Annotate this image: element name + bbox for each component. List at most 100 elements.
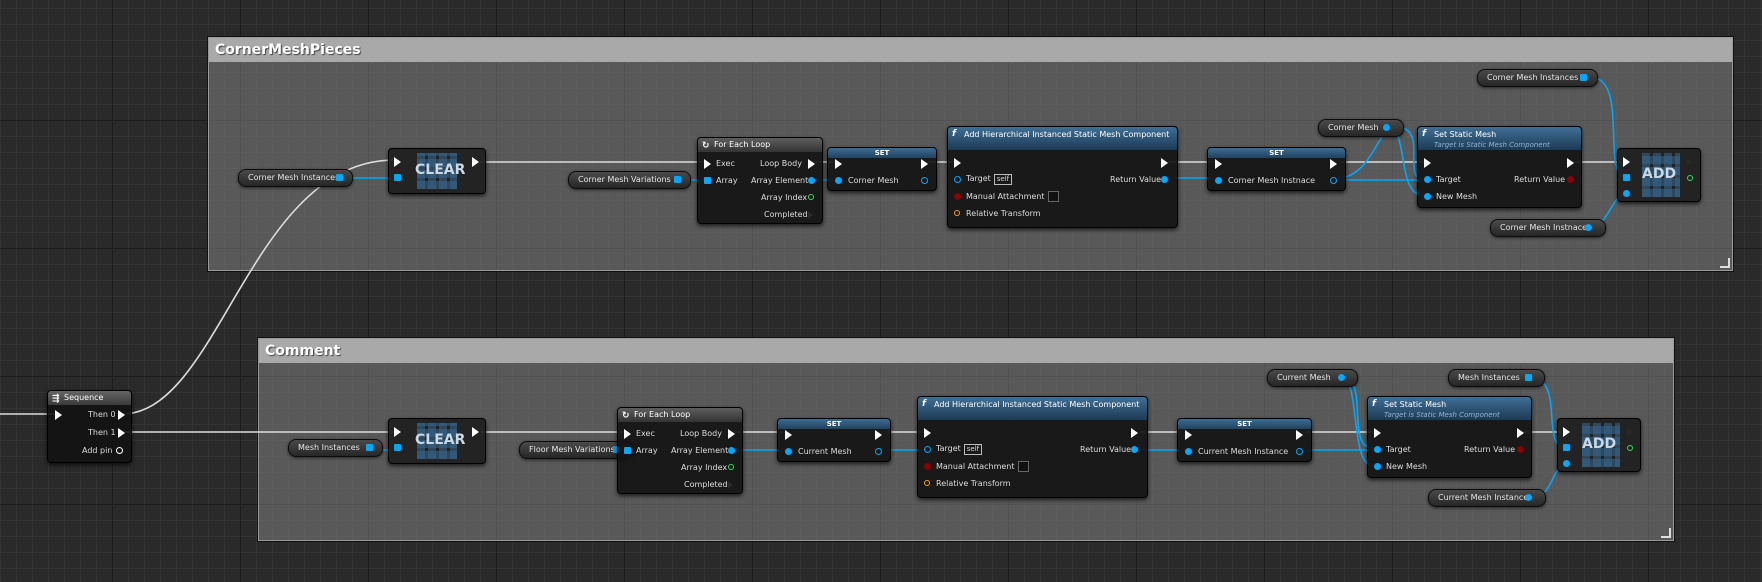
set-static-mesh-node-top[interactable]: f Set Static Mesh Target is Static Mesh … (1417, 126, 1582, 208)
var-floor-mesh-variations[interactable]: Floor Mesh Variations (519, 441, 634, 459)
value-pin[interactable] (1585, 224, 1592, 231)
target-array-pin[interactable] (394, 444, 401, 451)
target-pin[interactable] (1424, 176, 1431, 183)
loop-body-pin[interactable] (808, 159, 815, 169)
set-node-bottom-2[interactable]: SET Current Mesh Instance (1177, 418, 1312, 462)
loop-body-pin[interactable] (728, 429, 735, 439)
set-node-bottom-1[interactable]: SET Current Mesh (777, 418, 891, 462)
array-pin[interactable] (613, 446, 620, 453)
self-box[interactable]: self (963, 444, 983, 455)
exec-in-pin[interactable] (1215, 159, 1222, 169)
array-pin[interactable] (674, 176, 681, 183)
then1-pin[interactable] (118, 428, 125, 438)
value-out-pin[interactable] (875, 448, 882, 455)
var-corner-mesh[interactable]: Corner Mesh (1318, 119, 1404, 137)
var-corner-mesh-instances[interactable]: Corner Mesh Instances (238, 169, 353, 187)
exec-out-pin[interactable] (1687, 157, 1694, 167)
new-mesh-pin[interactable] (1374, 463, 1381, 470)
completed-pin[interactable] (808, 210, 815, 220)
exec-in-pin[interactable] (924, 428, 931, 438)
exec-out-pin[interactable] (472, 157, 479, 167)
return-value-pin[interactable] (1567, 176, 1574, 183)
add-node-top[interactable]: ADD (1617, 148, 1701, 202)
exec-out-pin[interactable] (1330, 159, 1337, 169)
return-value-pin[interactable] (1161, 176, 1168, 183)
value-pin[interactable] (1338, 374, 1345, 381)
relative-transform-pin[interactable] (924, 480, 930, 486)
return-value-pin[interactable] (1517, 446, 1524, 453)
exec-in-pin[interactable] (1424, 158, 1431, 168)
exec-in-pin[interactable] (835, 159, 842, 169)
exec-in-pin[interactable] (704, 159, 711, 169)
value-in-pin[interactable] (835, 177, 842, 184)
exec-out-pin[interactable] (1131, 428, 1138, 438)
var-mesh-instances-2[interactable]: Mesh Instances (1448, 369, 1545, 387)
resize-handle[interactable] (1720, 258, 1730, 268)
value-pin[interactable] (1383, 124, 1390, 131)
exec-in-pin[interactable] (1185, 430, 1192, 440)
set-node-top-1[interactable]: SET Corner Mesh (827, 147, 937, 191)
var-corner-mesh-variations[interactable]: Corner Mesh Variations (568, 171, 691, 189)
target-array-pin[interactable] (1563, 444, 1570, 451)
add-pin-label[interactable]: Add pin (82, 446, 113, 455)
array-in-pin[interactable] (624, 447, 631, 454)
exec-in-pin[interactable] (1623, 157, 1630, 167)
array-in-pin[interactable] (704, 177, 711, 184)
exec-in-pin[interactable] (954, 158, 961, 168)
target-array-pin[interactable] (1623, 174, 1630, 181)
foreach-node-bottom[interactable]: ↻ For Each Loop Exec Array Loop Body Arr… (617, 407, 743, 494)
index-out-pin[interactable] (1627, 445, 1633, 451)
array-pin[interactable] (1525, 374, 1532, 381)
value-out-pin[interactable] (921, 177, 928, 184)
array-pin[interactable] (366, 444, 373, 451)
exec-out-pin[interactable] (1296, 430, 1303, 440)
manual-attachment-checkbox[interactable] (1017, 461, 1029, 472)
array-pin[interactable] (1580, 74, 1587, 81)
add-hism-node-bottom[interactable]: f Add Hierarchical Instanced Static Mesh… (917, 396, 1148, 498)
new-item-pin[interactable] (1623, 190, 1630, 197)
value-in-pin[interactable] (1215, 177, 1222, 184)
completed-pin[interactable] (728, 480, 735, 490)
target-pin[interactable] (954, 176, 961, 183)
add-hism-node-top[interactable]: f Add Hierarchical Instanced Static Mesh… (947, 126, 1178, 228)
array-element-pin[interactable] (808, 177, 815, 184)
manual-attachment-pin[interactable] (924, 463, 931, 470)
clear-node-top[interactable]: CLEAR (388, 148, 486, 194)
target-pin[interactable] (1374, 446, 1381, 453)
set-node-top-2[interactable]: SET Corner Mesh Instnace (1207, 147, 1346, 191)
array-pin[interactable] (336, 174, 343, 181)
comment-title[interactable]: CornerMeshPieces (209, 38, 1732, 62)
manual-attachment-checkbox[interactable] (1047, 191, 1059, 202)
manual-attachment-pin[interactable] (954, 193, 961, 200)
exec-in-pin[interactable] (394, 157, 401, 167)
value-out-pin[interactable] (1330, 177, 1337, 184)
exec-out-pin[interactable] (921, 159, 928, 169)
target-pin[interactable] (924, 446, 931, 453)
exec-out-pin[interactable] (875, 430, 882, 440)
exec-out-pin[interactable] (1517, 428, 1524, 438)
relative-transform-pin[interactable] (954, 210, 960, 216)
exec-out-pin[interactable] (1627, 427, 1634, 437)
value-in-pin[interactable] (1185, 448, 1192, 455)
exec-in-pin[interactable] (1563, 427, 1570, 437)
return-value-pin[interactable] (1131, 446, 1138, 453)
var-current-mesh-instance[interactable]: Current Mesh Instance (1428, 489, 1546, 507)
var-corner-mesh-instnace[interactable]: Corner Mesh Instnace (1490, 219, 1606, 237)
self-box[interactable]: self (993, 174, 1013, 185)
comment-title[interactable]: Comment (259, 339, 1673, 363)
exec-in-pin[interactable] (394, 427, 401, 437)
value-pin[interactable] (1525, 494, 1532, 501)
sequence-node[interactable]: ⇶ Sequence Then 0 Then 1 Add pin (47, 390, 132, 463)
var-current-mesh[interactable]: Current Mesh (1267, 369, 1358, 387)
value-out-pin[interactable] (1296, 448, 1303, 455)
clear-node-bottom[interactable]: CLEAR (388, 418, 486, 464)
value-in-pin[interactable] (785, 448, 792, 455)
set-static-mesh-node-bottom[interactable]: f Set Static Mesh Target is Static Mesh … (1367, 396, 1532, 478)
exec-out-pin[interactable] (1161, 158, 1168, 168)
then0-pin[interactable] (118, 410, 125, 420)
array-element-pin[interactable] (728, 447, 735, 454)
new-mesh-pin[interactable] (1424, 193, 1431, 200)
array-index-pin[interactable] (808, 194, 814, 200)
exec-out-pin[interactable] (472, 427, 479, 437)
exec-in-pin[interactable] (785, 430, 792, 440)
